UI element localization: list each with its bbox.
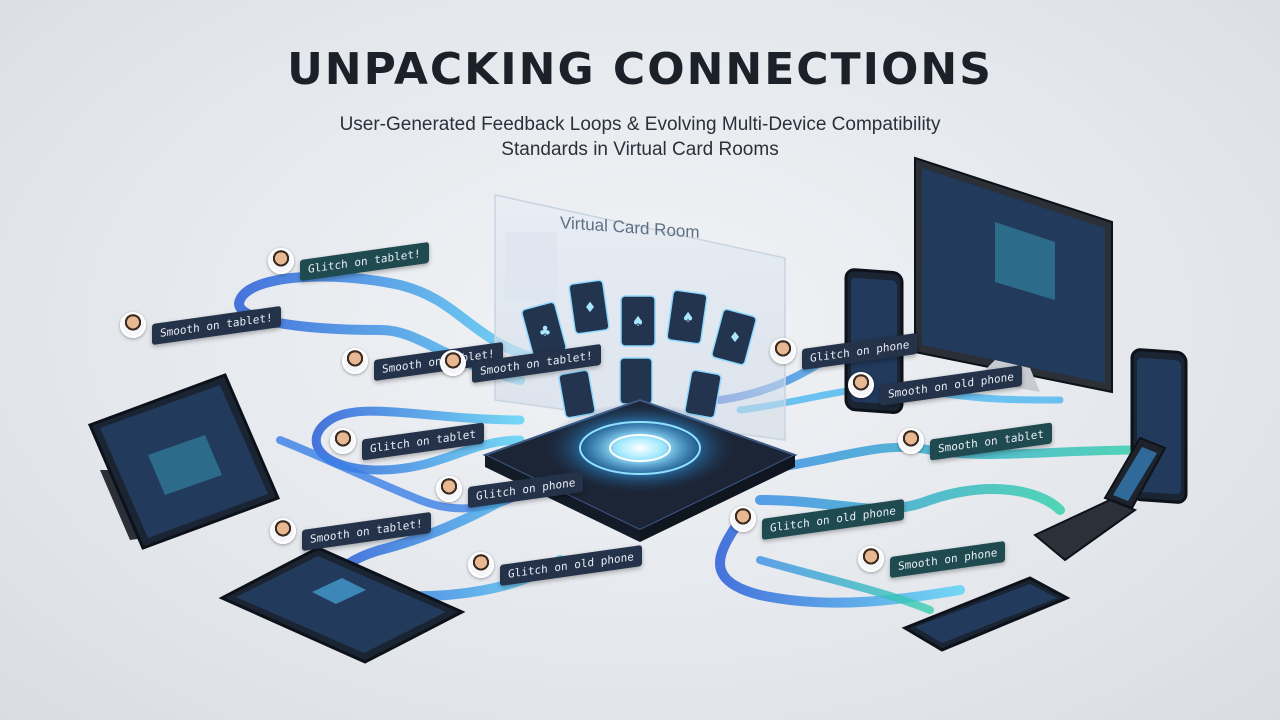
loop-path-top-left (234, 271, 545, 385)
feedback-bubble: Smooth on tablet! (270, 511, 431, 551)
virtual-card-room-hologram: ♣ ♦ ♠ ♠ ♦ (494, 194, 786, 441)
loop-path-flat-phone (756, 556, 934, 614)
user-avatar (342, 348, 368, 374)
feedback-bubble: Smooth on phone (858, 540, 1006, 578)
flip-phone-keypad (1033, 498, 1138, 562)
device-flip-phone (1033, 436, 1167, 562)
feedback-bubble: Smooth on tablet! (440, 343, 601, 383)
floating-card (620, 295, 656, 347)
hub-glow (545, 403, 735, 493)
user-avatar (858, 546, 884, 572)
device-smartphone-flat (901, 576, 1071, 652)
feedback-bubble: Smooth on tablet! (342, 341, 503, 381)
floating-card (619, 357, 653, 405)
feedback-bubble: Glitch on phone (770, 332, 918, 370)
device-desktop-monitor (914, 156, 1113, 394)
floating-card (568, 279, 610, 335)
user-avatar (270, 518, 296, 544)
user-avatar (440, 350, 466, 376)
user-avatar (468, 552, 494, 578)
hub-ring-inner (609, 434, 671, 462)
user-avatar (730, 506, 756, 532)
platform-side-right (640, 455, 795, 542)
feedback-bubble: Glitch on tablet! (268, 241, 429, 281)
feedback-bubble: Smooth on tablet! (120, 305, 281, 345)
tablet-card-area (148, 435, 222, 495)
svg-text:♠: ♠ (632, 314, 645, 330)
user-avatar (436, 476, 462, 502)
user-avatar (848, 372, 874, 398)
card-suit-glyphs: ♣ ♦ ♠ ♠ ♦ (539, 300, 742, 346)
device-tablet-on-stand (87, 373, 281, 550)
user-avatar (770, 338, 796, 364)
user-avatar (120, 312, 146, 338)
subtitle-line-2: Standards in Virtual Card Rooms (501, 139, 779, 160)
subtitle-line-1: User-Generated Feedback Loops & Evolving… (339, 114, 941, 135)
flat-phone-screen (915, 584, 1057, 643)
hub-ring (579, 421, 701, 475)
platform-side (485, 455, 640, 542)
svg-text:♦: ♦ (729, 330, 742, 346)
monitor-card-area (995, 222, 1055, 300)
feedback-bubble: Glitch on old phone (730, 498, 904, 540)
feedback-bubble: Smooth on old phone (848, 364, 1022, 406)
user-avatar (268, 248, 294, 274)
floating-card (711, 308, 757, 366)
flip-phone-screen (1113, 447, 1157, 501)
user-avatar (898, 428, 924, 454)
page-subtitle: User-Generated Feedback Loops & Evolving… (240, 112, 1040, 162)
feedback-bubble: Glitch on old phone (468, 544, 642, 586)
feedback-bubble: Smooth on tablet (898, 421, 1052, 461)
feedback-bubble: Glitch on tablet (330, 421, 484, 461)
svg-text:♠: ♠ (682, 310, 695, 326)
feedback-bubble: Glitch on phone (436, 470, 584, 508)
user-avatar (330, 428, 356, 454)
floating-card (666, 289, 708, 345)
svg-text:♣: ♣ (539, 324, 552, 340)
flat-tablet-card (312, 578, 366, 604)
loop-path-right-teal (755, 484, 1065, 515)
central-hub-platform (482, 398, 798, 542)
page-title: UNPACKING CONNECTIONS (287, 44, 993, 95)
svg-text:♦: ♦ (584, 300, 597, 316)
hologram-sidebar (505, 232, 557, 302)
floating-cards (521, 279, 757, 419)
flat-tablet-screen (236, 556, 446, 653)
device-tablet-flat (218, 546, 466, 664)
loop-path-mid-left (311, 406, 525, 475)
